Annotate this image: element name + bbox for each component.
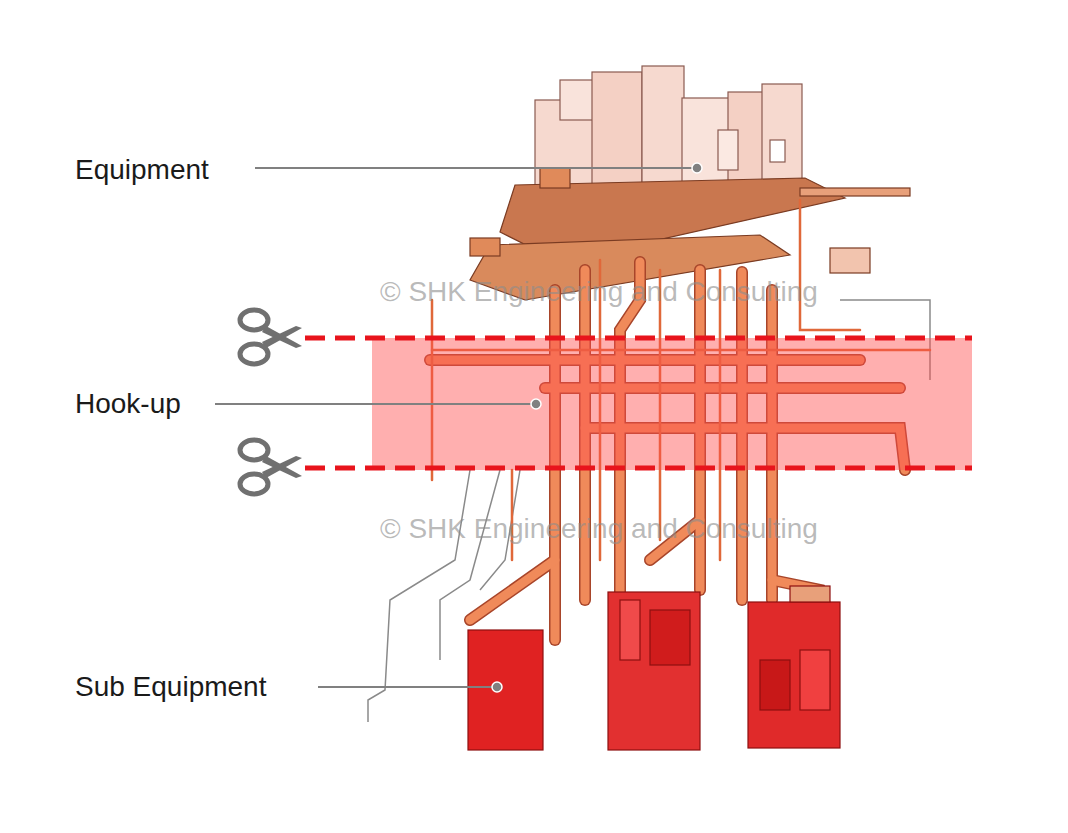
- scissors-icon: [240, 440, 302, 494]
- callout-label: Sub Equipment: [75, 670, 266, 704]
- equipment-cluster: [535, 66, 802, 188]
- callout-label: Equipment: [75, 153, 209, 187]
- callout-label-box: Equipment: [75, 153, 209, 187]
- watermark: © SHK Engineering and Consulting: [380, 275, 818, 309]
- leader-lines: [215, 168, 697, 687]
- callout-label-box: Sub Equipment: [75, 670, 266, 704]
- sub-equipment: [468, 586, 840, 750]
- callout-label: Hook-up: [75, 387, 181, 421]
- watermark-box: © SHK Engineering and Consulting: [380, 275, 818, 309]
- watermark-box: © SHK Engineering and Consulting: [380, 512, 818, 546]
- leader-dots: [492, 163, 702, 692]
- scissors-icon: [240, 310, 302, 364]
- callout-label-box: Hook-up: [75, 387, 181, 421]
- watermark: © SHK Engineering and Consulting: [380, 512, 818, 546]
